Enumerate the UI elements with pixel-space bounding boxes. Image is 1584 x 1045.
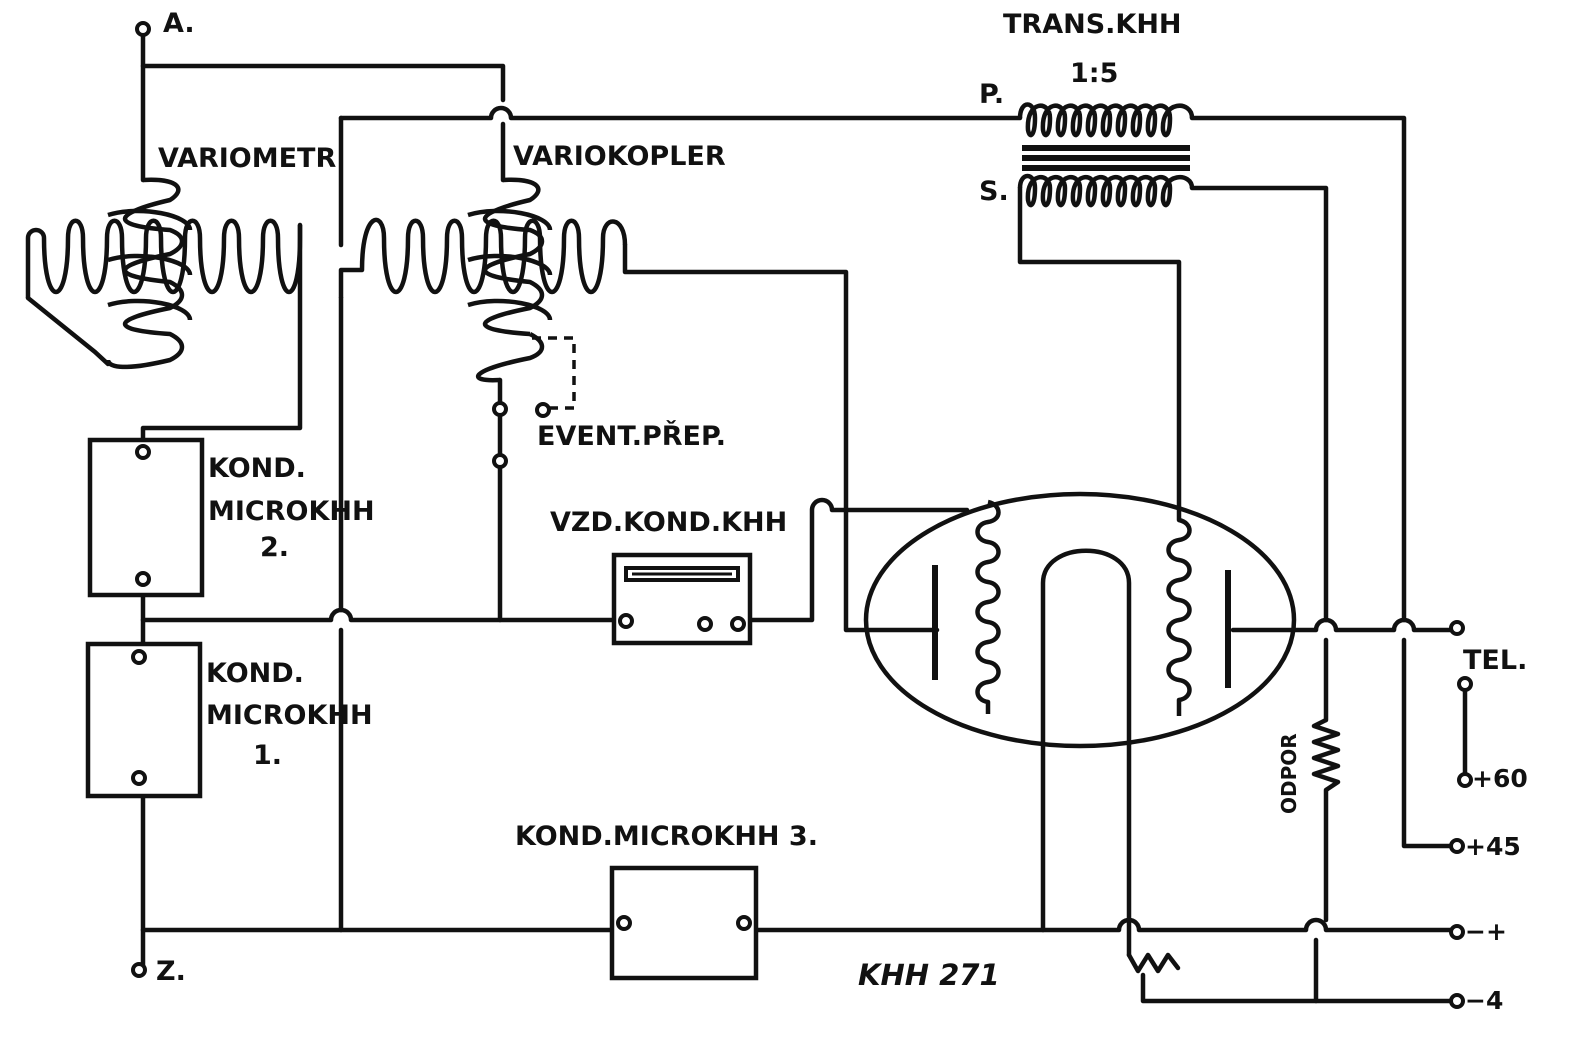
minus4-terminal bbox=[1449, 993, 1465, 1009]
minus4-label: −4 bbox=[1465, 986, 1503, 1015]
variometer bbox=[25, 177, 303, 370]
cap1-label-3: 1. bbox=[253, 740, 282, 771]
primary-label: P. bbox=[979, 79, 1004, 110]
capacitor-2 bbox=[87, 437, 205, 598]
plus60-terminal bbox=[1457, 772, 1473, 788]
variocoupler-label: VARIOKOPLER bbox=[513, 141, 726, 172]
switch-terminal bbox=[535, 402, 551, 418]
transformer-title: TRANS.KHH bbox=[1003, 9, 1182, 40]
ground-label: Z. bbox=[156, 956, 186, 987]
cap1-label-1: KOND. bbox=[206, 658, 304, 689]
labels: A. Z. VARIOMETR VARIOKOPLER EVENT.PŘEP. … bbox=[156, 8, 1528, 1015]
resistor bbox=[1311, 717, 1341, 792]
plus60-label: +60 bbox=[1472, 764, 1528, 793]
antenna-label: A. bbox=[163, 8, 195, 39]
wiring bbox=[25, 33, 1468, 1004]
cap2-label-3: 2. bbox=[260, 532, 289, 563]
ground-terminal bbox=[131, 962, 147, 978]
capacitor-3 bbox=[609, 865, 759, 981]
air-capacitor bbox=[611, 552, 753, 646]
switch-label: EVENT.PŘEP. bbox=[537, 420, 726, 452]
secondary-label: S. bbox=[979, 176, 1009, 207]
air-cap-label: VZD.KOND.KHH bbox=[550, 507, 787, 538]
cap1-label-2: MICROKHH bbox=[206, 700, 373, 731]
variometer-label: VARIOMETR bbox=[158, 143, 336, 174]
cap2-label-1: KOND. bbox=[208, 453, 306, 484]
capacitor-1 bbox=[85, 641, 203, 799]
resistor-label: ODPOR bbox=[1277, 733, 1301, 814]
cap2-label-2: MICROKHH bbox=[208, 496, 375, 527]
antenna-terminal bbox=[135, 21, 151, 37]
filament-label: −+ bbox=[1465, 917, 1507, 946]
plus45-terminal bbox=[1449, 838, 1465, 854]
filament-terminal bbox=[1449, 924, 1465, 940]
tube-label: KHH 271 bbox=[858, 958, 1000, 992]
tel-terminal-1 bbox=[1449, 620, 1465, 636]
vacuum-tube bbox=[863, 491, 1297, 749]
tel-label: TEL. bbox=[1463, 645, 1527, 676]
variocoupler bbox=[338, 177, 628, 469]
transformer-ratio: 1:5 bbox=[1070, 58, 1118, 89]
tel-terminal-2 bbox=[1457, 676, 1473, 692]
transformer bbox=[1017, 102, 1195, 208]
plus45-label: +45 bbox=[1465, 832, 1521, 861]
terminals bbox=[131, 21, 1473, 1009]
cap3-label: KOND.MICROKHH 3. bbox=[515, 821, 818, 852]
